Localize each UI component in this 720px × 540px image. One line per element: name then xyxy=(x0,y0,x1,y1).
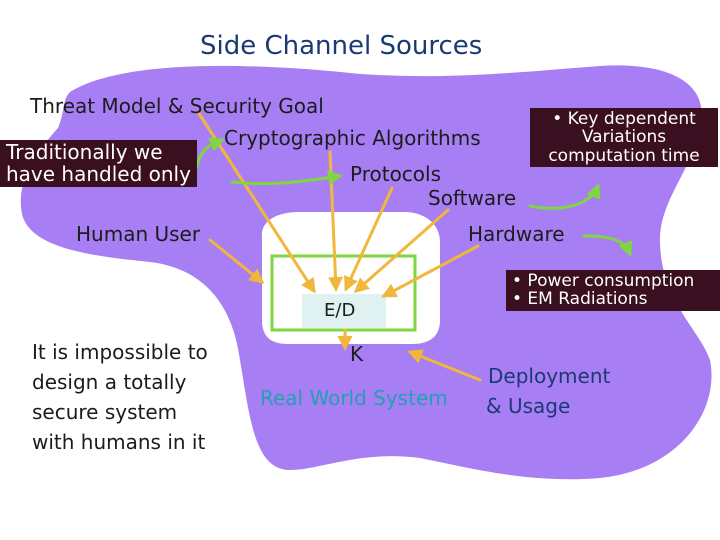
arrow-protocols-to-ed xyxy=(344,186,394,292)
impossible-line3: secure system xyxy=(32,400,178,424)
timing-box: • Key dependent Variations computation t… xyxy=(530,108,718,168)
traditional-box: Traditionally we have handled only xyxy=(0,140,197,188)
timing-line2: Variations xyxy=(581,127,667,148)
arrow-deployment-to-system xyxy=(407,349,482,382)
arrow-software-to-timing xyxy=(528,183,601,210)
protocols-label: Protocols xyxy=(350,162,442,186)
page-title: Side Channel Sources xyxy=(200,31,483,61)
deployment-line1: Deployment xyxy=(488,364,611,388)
real-world-system-label: Real World System xyxy=(260,386,448,410)
traditional-line1: Traditionally we xyxy=(6,140,163,164)
impossible-line1: It is impossible to xyxy=(32,340,208,364)
timing-line1: • Key dependent xyxy=(552,109,696,129)
ed-label: E/D xyxy=(324,300,356,321)
arrow-hardware-to-power xyxy=(582,234,633,257)
traditional-line2: have handled only xyxy=(6,161,191,186)
threat-model-label: Threat Model & Security Goal xyxy=(30,94,324,118)
system-outline xyxy=(270,254,417,332)
deployment-line2: & Usage xyxy=(486,394,571,418)
timing-line3: computation time xyxy=(548,145,700,166)
ed-box xyxy=(302,294,386,328)
k-label: K xyxy=(350,342,364,366)
arrow-traditional-to-protocols xyxy=(230,170,343,186)
impossible-line4: with humans in it xyxy=(32,430,206,454)
arrow-traditional-to-crypto xyxy=(194,137,225,172)
arrow-software-to-ed xyxy=(353,208,450,293)
power-line1: • Power consumption xyxy=(512,271,695,291)
impossible-line2: design a totally xyxy=(32,370,187,394)
arrow-hardware-to-ed xyxy=(381,244,480,298)
power-line2: • EM Radiations xyxy=(512,289,648,310)
software-label: Software xyxy=(428,186,517,210)
arrow-human-to-system xyxy=(208,238,265,284)
human-user-label: Human User xyxy=(76,222,201,246)
hardware-label: Hardware xyxy=(468,222,565,246)
crypto-algorithms-label: Cryptographic Algorithms xyxy=(224,126,481,150)
power-box: • Power consumption • EM Radiations xyxy=(506,270,720,311)
